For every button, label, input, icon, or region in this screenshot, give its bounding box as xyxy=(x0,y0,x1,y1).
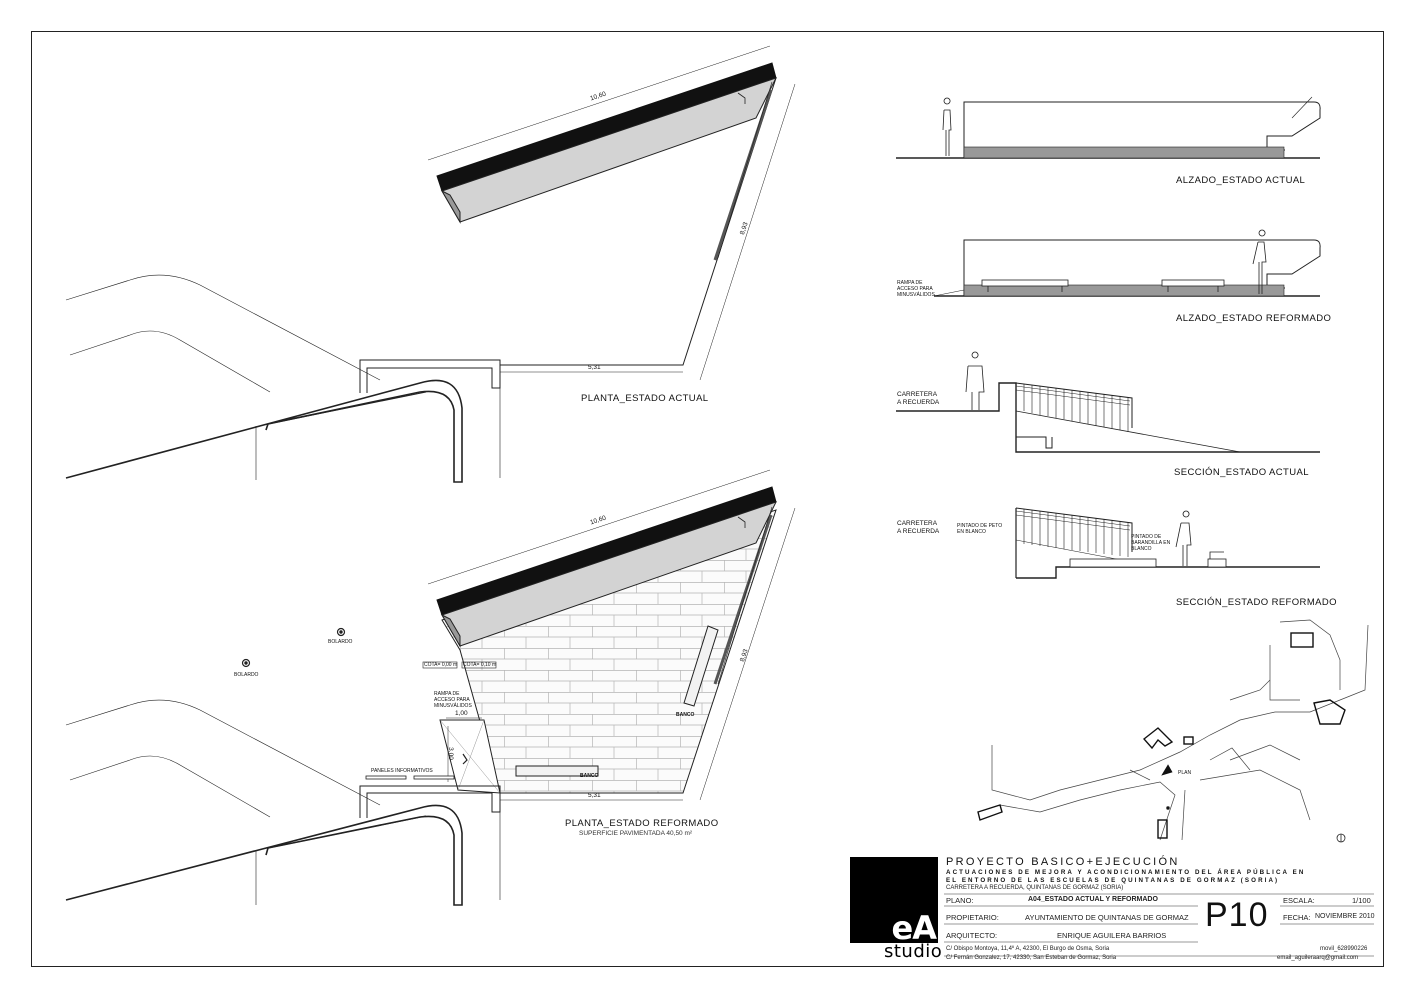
bench-right-label: BANCO xyxy=(676,712,695,718)
section-current xyxy=(896,351,1320,453)
plan-current-dim-bottom: 5,31 xyxy=(588,364,601,371)
map-building-d xyxy=(1313,699,1346,725)
project-desc-2: EL ENTORNO DE LAS ESCUELAS DE QUINTANAS … xyxy=(946,877,1280,884)
plan-reformed-title: PLANTA_ESTADO REFORMADO xyxy=(565,818,719,829)
plan-reformed-subtitle: SUPERFICIE PAVIMENTADA 40,50 m² xyxy=(579,830,693,837)
phone: movil_628990226 xyxy=(1320,946,1368,952)
elevation-bench-a xyxy=(981,279,1069,287)
section-bench-b xyxy=(1207,558,1227,568)
info-panel-b xyxy=(413,775,455,780)
paint-rail-note: PINTADO DE BARANDILLA EN BLANCO xyxy=(1131,534,1171,552)
elevation-reformed xyxy=(933,229,1321,297)
map-building-b xyxy=(1183,736,1194,745)
section-current-road: CARRETERA A RECUERDA xyxy=(897,391,940,406)
elevation-current-title: ALZADO_ESTADO ACTUAL xyxy=(1176,175,1306,186)
section-reformed-road: CARRETERA A RECUERDA xyxy=(897,520,940,535)
sheet-frame xyxy=(31,31,1384,967)
project-title: PROYECTO BASICO+EJECUCIÓN xyxy=(946,856,1180,868)
info-panels-label: PANELES INFORMATIVOS xyxy=(371,768,433,774)
bollard-a-label: BOLARDO xyxy=(328,639,353,645)
architect-value: ENRIQUE AGUILERA BARRIOS xyxy=(1057,931,1167,940)
bench-bottom-label: BANCO xyxy=(580,773,599,779)
owner-value: AYUNTAMIENTO DE QUINTANAS DE GORMAZ xyxy=(1025,913,1189,922)
map-building-f xyxy=(1157,819,1168,839)
owner-key: PROPIETARIO: xyxy=(946,913,999,922)
ramp-note: RAMPA DE ACCESO PARA MINUSVÁLIDOS xyxy=(434,691,472,709)
bollard-b-label: BOLARDO xyxy=(234,672,259,678)
project-location: CARRETERA A RECUERDA, QUINTANAS DE GORMA… xyxy=(946,885,1124,891)
section-current-title: SECCIÓN_ESTADO ACTUAL xyxy=(1174,467,1309,478)
map-building-e xyxy=(977,804,1003,821)
scale-key: ESCALA: xyxy=(1283,896,1315,905)
elevation-reformed-title: ALZADO_ESTADO REFORMADO xyxy=(1176,313,1332,324)
bollard-a xyxy=(336,627,346,637)
bench-right xyxy=(683,625,719,707)
info-panel-a xyxy=(365,775,407,780)
plano-key: PLANO: xyxy=(946,896,974,905)
location-map xyxy=(977,619,1369,843)
plan-reformed-dim-ramp-width: 1,00 xyxy=(455,710,468,717)
cota-b-label: COTA= 0,10 m xyxy=(463,662,497,668)
address-2: C/ Fernán Gonzalez, 17, 42330, San Esteb… xyxy=(946,955,1117,961)
date-value: NOVIEMBRE 2010 xyxy=(1315,913,1375,920)
address-1: C/ Obispo Montoya, 11,4º A, 42300, El Bu… xyxy=(946,946,1110,952)
section-bench-a xyxy=(1069,558,1157,568)
project-desc-1: ACTUACIONES DE MEJORA Y ACONDICIONAMIENT… xyxy=(946,869,1306,876)
architect-key: ARQUITECTO: xyxy=(946,931,998,940)
title-block-lines xyxy=(944,893,1374,957)
elevation-bench-b xyxy=(1161,279,1225,287)
plan-reformed-dim-ramp-length: 3,00 xyxy=(446,747,454,760)
plan-reformed xyxy=(65,469,796,906)
studio-logo: eA xyxy=(850,857,938,947)
scale-value: 1/100 xyxy=(1352,896,1371,905)
cota-a-label: COTA= 0,00 m xyxy=(424,662,458,668)
paint-wall-note: PINTADO DE PETO EN BLANCO xyxy=(957,523,1003,535)
email: email_aguileraarq@gmail.com xyxy=(1277,955,1359,961)
section-reformed xyxy=(1015,507,1320,579)
elevation-ramp-note: RAMPA DE ACCESO PARA MINUSVÁLIDOS xyxy=(897,280,935,298)
plano-value: A04_ESTADO ACTUAL Y REFORMADO xyxy=(1028,896,1158,903)
elevation-current xyxy=(896,96,1321,159)
plan-current-title: PLANTA_ESTADO ACTUAL xyxy=(581,393,709,404)
map-marker-label: PLAN xyxy=(1178,770,1192,776)
sheet-code: P10 xyxy=(1205,896,1269,934)
plan-current xyxy=(65,45,796,483)
map-building-a xyxy=(1142,727,1174,750)
studio-name: studio xyxy=(884,941,943,962)
bollard-b xyxy=(241,658,251,668)
logo-text: eA xyxy=(891,909,937,947)
date-key: FECHA: xyxy=(1283,913,1311,922)
bench-bottom xyxy=(515,765,599,777)
plan-reformed-dim-bottom: 5,31 xyxy=(588,792,601,799)
map-building-c xyxy=(1290,632,1314,648)
section-reformed-title: SECCIÓN_ESTADO REFORMADO xyxy=(1176,597,1337,608)
